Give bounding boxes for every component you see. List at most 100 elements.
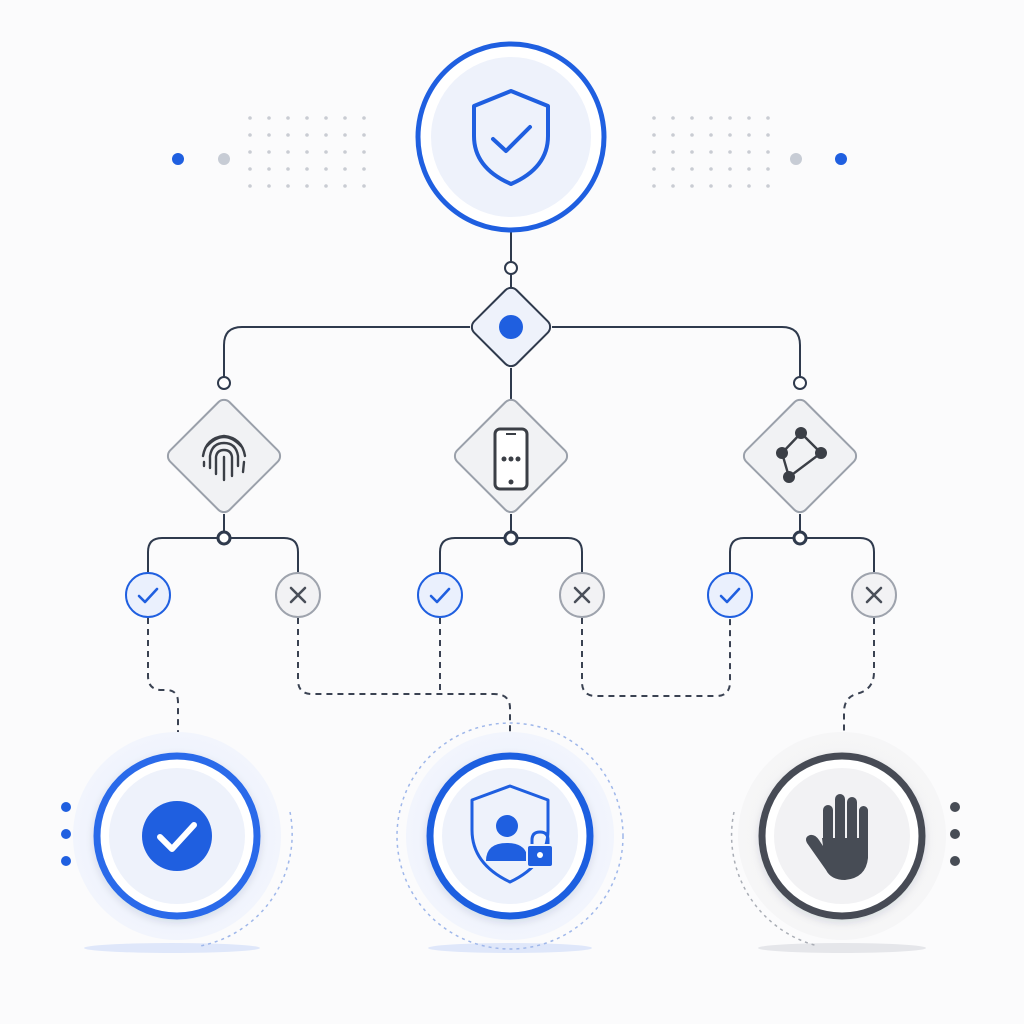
grid-dot xyxy=(690,116,694,120)
grid-dot xyxy=(267,133,271,137)
grid-dot xyxy=(709,116,713,120)
grid-dot xyxy=(652,133,656,137)
grid-dot xyxy=(766,167,770,171)
grid-dot xyxy=(305,133,309,137)
grid-dot xyxy=(324,116,328,120)
grid-dot xyxy=(747,133,751,137)
result-node-granted xyxy=(73,732,293,953)
outcome-markers xyxy=(125,572,897,618)
grid-dot xyxy=(305,116,309,120)
grid-dot xyxy=(324,184,328,188)
junction-dot xyxy=(217,376,231,390)
grid-dot xyxy=(324,133,328,137)
check-icon xyxy=(719,587,741,604)
grid-dot xyxy=(671,167,675,171)
grid-dot xyxy=(305,184,309,188)
stop-hand-icon xyxy=(806,794,868,880)
grid-dot xyxy=(343,133,347,137)
grid-dot xyxy=(286,116,290,120)
grid-dot xyxy=(248,133,252,137)
fingerprint-icon xyxy=(201,434,247,482)
result-node-step-up xyxy=(396,722,624,953)
grid-dot xyxy=(728,184,732,188)
grid-dot xyxy=(747,167,751,171)
decision-dot-icon xyxy=(499,315,523,339)
smartphone-code-icon xyxy=(493,427,529,491)
grid-dot xyxy=(324,167,328,171)
dashed-routes xyxy=(147,618,875,746)
check-icon xyxy=(137,587,159,604)
grid-dot xyxy=(343,116,347,120)
grid-dot xyxy=(709,167,713,171)
grid-dot xyxy=(690,184,694,188)
grid-dot xyxy=(728,133,732,137)
grid-dot xyxy=(248,116,252,120)
grid-dot xyxy=(728,116,732,120)
grid-dot xyxy=(766,133,770,137)
grid-dot xyxy=(267,184,271,188)
grid-dot xyxy=(652,150,656,154)
grid-dot xyxy=(343,184,347,188)
check-icon xyxy=(429,587,451,604)
grid-dot xyxy=(766,116,770,120)
grid-dot xyxy=(362,116,366,120)
grid-dot xyxy=(690,133,694,137)
grid-dot xyxy=(747,150,751,154)
grid-dot xyxy=(671,150,675,154)
grid-dot xyxy=(343,150,347,154)
grid-dot xyxy=(652,116,656,120)
grid-dot xyxy=(267,116,271,120)
grid-dot xyxy=(267,150,271,154)
grid-dot xyxy=(747,184,751,188)
grid-dot xyxy=(766,150,770,154)
junction-dot xyxy=(793,376,807,390)
grid-dot xyxy=(709,150,713,154)
grid-dot xyxy=(286,184,290,188)
junction-dot xyxy=(216,530,232,546)
check-circle-icon xyxy=(142,801,212,871)
grid-dot xyxy=(362,167,366,171)
outcome-fail-marker xyxy=(559,572,605,618)
grid-dot xyxy=(286,133,290,137)
decorative-side-dots-top xyxy=(172,153,847,165)
x-icon xyxy=(573,586,591,604)
decorative-side-dots-right xyxy=(950,802,960,866)
grid-dot xyxy=(671,116,675,120)
outcome-pass-marker xyxy=(417,572,463,618)
x-icon xyxy=(289,586,307,604)
grid-dot xyxy=(248,167,252,171)
grid-dot xyxy=(248,184,252,188)
outcome-pass-marker xyxy=(707,572,753,618)
grid-dot xyxy=(286,167,290,171)
pattern-icon xyxy=(776,427,827,483)
grid-dot xyxy=(671,133,675,137)
grid-dot xyxy=(362,184,366,188)
root-security-node xyxy=(415,41,607,233)
grid-dot xyxy=(690,167,694,171)
method-node-phone-code xyxy=(453,398,569,514)
outcome-fail-marker xyxy=(851,572,897,618)
result-node-denied xyxy=(730,732,946,953)
decorative-dot-grid-right xyxy=(652,116,770,188)
outcome-fail-marker xyxy=(275,572,321,618)
grid-dot xyxy=(267,167,271,171)
decorative-dot-grid-left xyxy=(248,116,366,188)
junction-dot xyxy=(503,530,519,546)
grid-dot xyxy=(362,133,366,137)
decorative-side-dots-left xyxy=(61,802,71,866)
grid-dot xyxy=(324,150,328,154)
grid-dot xyxy=(343,167,347,171)
grid-dot xyxy=(305,150,309,154)
grid-dot xyxy=(747,116,751,120)
junction-dot xyxy=(504,261,518,275)
connector-lines xyxy=(147,230,875,572)
grid-dot xyxy=(728,150,732,154)
grid-dot xyxy=(766,184,770,188)
shield-user-lock-icon xyxy=(470,784,554,884)
junction-dot xyxy=(792,530,808,546)
decision-node xyxy=(470,286,552,368)
grid-dot xyxy=(286,150,290,154)
grid-dot xyxy=(709,133,713,137)
grid-dot xyxy=(652,184,656,188)
